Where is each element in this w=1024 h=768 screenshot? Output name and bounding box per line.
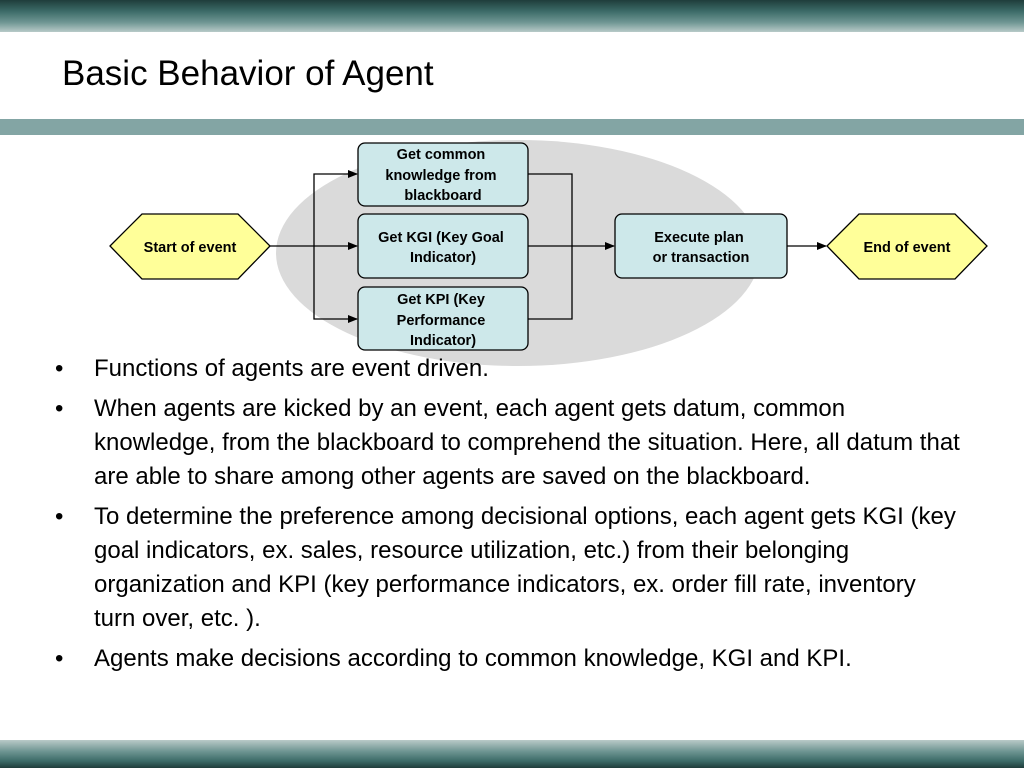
connector-to-common [313,170,358,246]
bullet-item-2: • When agents are kicked by an event, ea… [52,392,962,494]
execute-plan-node: Execute plan or transaction [614,213,788,279]
execute-plan-label: Execute plan or transaction [653,230,750,266]
get-common-knowledge-node: Get common knowledge from blackboard [357,142,529,207]
start-of-event-label: Start of event [144,240,237,256]
bullet-item-3: • To determine the preference among deci… [52,500,962,636]
bullet-dot: • [55,503,64,530]
get-kgi-label: Get KGI (Key Goal Indicator) [378,230,508,266]
start-of-event-node: Start of event [109,213,271,280]
top-decorative-bar [0,0,1024,32]
bullet-text: When agents are kicked by an event, each… [94,395,960,490]
get-kgi-node: Get KGI (Key Goal Indicator) [357,213,529,279]
bottom-decorative-bar [0,740,1024,768]
bullet-item-4: • Agents make decisions according to com… [52,642,962,676]
bullet-text: To determine the preference among decisi… [94,503,956,632]
bullet-list: • Functions of agents are event driven. … [52,352,962,682]
get-kpi-label: Get KPI (Key Performance Indicator) [397,292,490,349]
get-common-knowledge-label: Get common knowledge from blackboard [385,147,500,204]
title-underline-bar [0,119,1024,135]
bullet-dot: • [55,355,64,382]
bullet-item-1: • Functions of agents are event driven. [52,352,962,386]
end-of-event-label: End of event [863,240,950,256]
bullet-text: Functions of agents are event driven. [94,355,489,382]
bullet-text: Agents make decisions according to commo… [94,645,852,672]
end-of-event-node: End of event [826,213,988,280]
bullet-dot: • [55,395,64,422]
bullet-dot: • [55,645,64,672]
connector-to-kpi [313,246,358,323]
get-kpi-node: Get KPI (Key Performance Indicator) [357,286,529,351]
connectors [270,170,827,323]
slide-title: Basic Behavior of Agent [62,54,434,93]
